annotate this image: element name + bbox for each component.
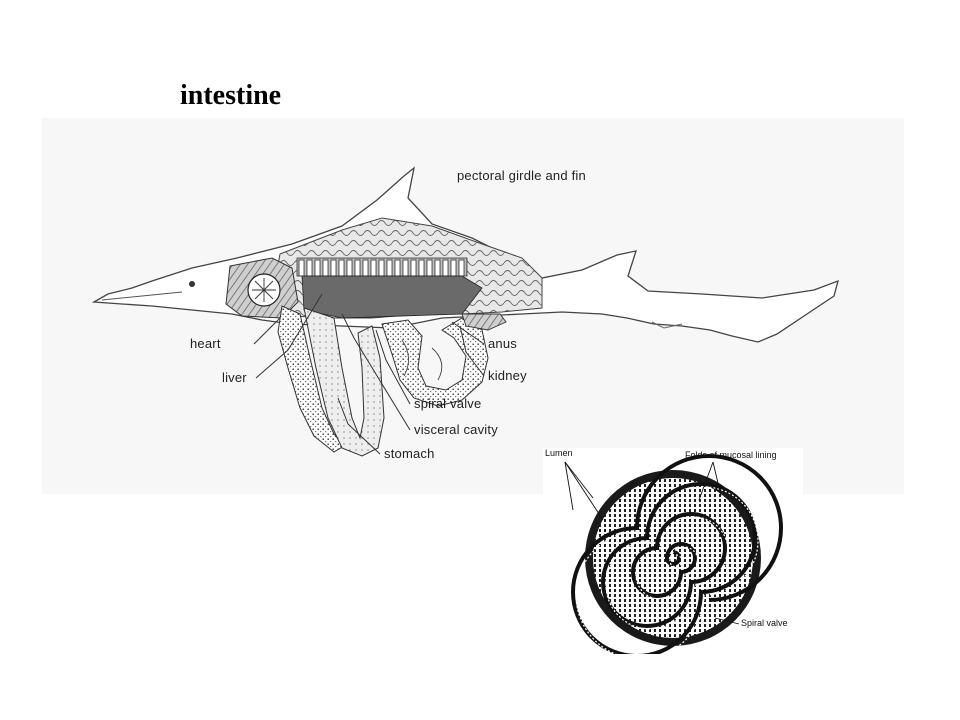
cross-section-drawing — [564, 454, 783, 654]
shark-dissection-diagram: pectoral girdle and fin heart liver anus… — [42, 118, 904, 494]
slide-title: intestine — [180, 80, 282, 111]
shark-drawing — [91, 166, 839, 457]
label-liver: liver — [222, 370, 247, 385]
label-heart: heart — [190, 336, 221, 351]
label-stomach: stomach — [384, 446, 435, 461]
label-kidney: kidney — [488, 368, 527, 383]
spiral-valve-cross-section: Lumen Folds of mucosal lining Spiral val… — [543, 448, 803, 654]
label-visceral-cavity: visceral cavity — [414, 422, 498, 437]
label-folds-of-mucosal-lining: Folds of mucosal lining — [685, 450, 777, 460]
label-pectoral-girdle-and-fin: pectoral girdle and fin — [457, 168, 586, 183]
label-anus: anus — [488, 336, 517, 351]
label-spiral-valve-inset: Spiral valve — [741, 618, 788, 628]
label-spiral-valve: spiral valve — [414, 396, 482, 411]
label-lumen: Lumen — [545, 448, 573, 458]
